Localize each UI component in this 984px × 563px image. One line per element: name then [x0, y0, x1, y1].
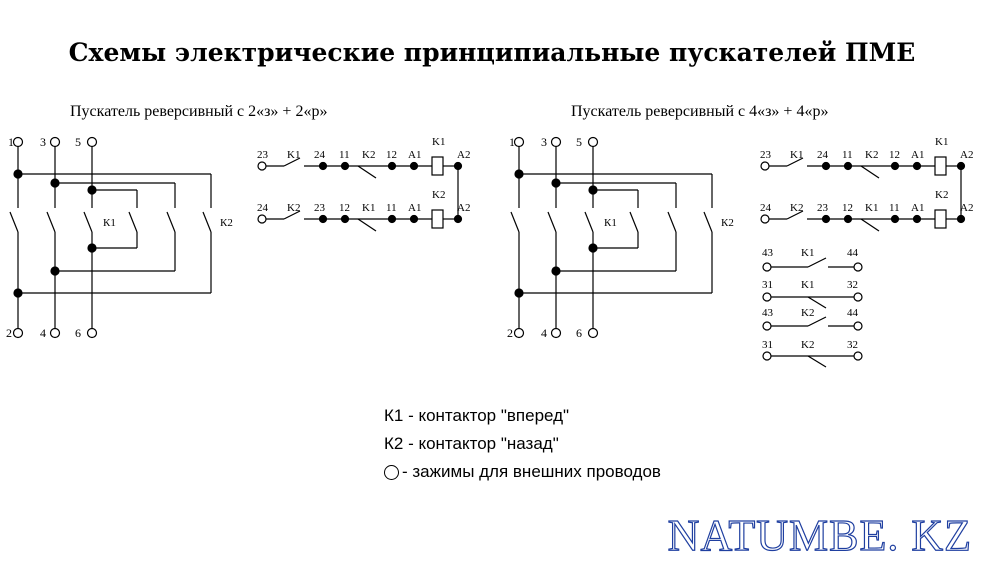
- terminal-label: 3: [541, 135, 547, 149]
- contact-label: K2: [790, 202, 803, 214]
- contact-label: K1: [801, 247, 814, 259]
- terminal-label: 1: [509, 135, 515, 149]
- terminal-label: 24: [257, 202, 269, 214]
- right-control-circuit: 23 K1 24 11 K2 12 A1 K1 A2 24 K2 23 12 K…: [760, 136, 973, 232]
- terminal-label: 11: [842, 149, 853, 161]
- page-title: Схемы электрические принципиальные пуска…: [68, 38, 916, 67]
- terminal-label: 6: [576, 326, 582, 340]
- right-subtitle: Пускатель реверсивный с 4«з» + 4«р»: [571, 103, 828, 120]
- terminal-label: 4: [541, 326, 547, 340]
- coil-label: K1: [935, 136, 948, 148]
- contact-label-k2: К2: [721, 217, 734, 229]
- terminal-label: 23: [257, 149, 269, 161]
- terminal-label: 43: [762, 247, 774, 259]
- contact-label: K2: [801, 339, 814, 351]
- terminal-label: 24: [760, 202, 772, 214]
- coil-label: K1: [432, 136, 445, 148]
- watermark: NATUMBE. KZ: [667, 510, 972, 560]
- terminal-label: 11: [339, 149, 350, 161]
- contact-label-k1: К1: [103, 217, 116, 229]
- terminal-circle: [49, 327, 61, 339]
- terminal-label: 11: [889, 202, 900, 214]
- terminal-label: 44: [847, 307, 859, 319]
- contact-label: K2: [801, 307, 814, 319]
- terminal-label: 6: [75, 326, 81, 340]
- terminal-label: A2: [457, 202, 470, 214]
- left-subtitle: Пускатель реверсивный с 2«з» + 2«р»: [70, 103, 327, 120]
- terminal-label: 2: [507, 326, 513, 340]
- terminal-circle: [12, 136, 24, 148]
- terminal-label: A2: [960, 202, 973, 214]
- contact-label: K1: [287, 149, 300, 161]
- terminal-label: A1: [911, 202, 924, 214]
- terminal-label: 1: [8, 135, 14, 149]
- terminal-label: 32: [847, 339, 858, 351]
- legend-k2: К2 - контактор "назад": [384, 430, 661, 458]
- contact-label-k2: К2: [220, 217, 233, 229]
- left-power-circuit: 1 3 5 2 4 6: [6, 135, 233, 340]
- right-power-circuit: 1 3 5 2 4 6: [507, 135, 734, 340]
- contact-label: K2: [865, 149, 878, 161]
- contact-label: K2: [362, 149, 375, 161]
- coil-label: K2: [935, 189, 948, 201]
- terminal-label: 4: [40, 326, 46, 340]
- terminal-circle: [49, 136, 61, 148]
- legend-terminals-text: - зажимы для внешних проводов: [402, 462, 661, 481]
- contact-label: K1: [801, 279, 814, 291]
- terminal-label: 2: [6, 326, 12, 340]
- terminal-label: 12: [386, 149, 397, 161]
- terminal-label: 23: [314, 202, 326, 214]
- coil-label: K2: [432, 189, 445, 201]
- terminal-label: 3: [40, 135, 46, 149]
- terminal-label: 5: [75, 135, 81, 149]
- right-aux-contacts: 43 K1 44 31 K1 32 43 K2 44 31 K2 32: [762, 247, 863, 368]
- terminal-label: 32: [847, 279, 858, 291]
- terminal-label: A1: [408, 149, 421, 161]
- contact-label: K1: [790, 149, 803, 161]
- terminal-label: 12: [339, 202, 350, 214]
- terminal-label: 24: [817, 149, 829, 161]
- contact-label-k1: К1: [604, 217, 617, 229]
- terminal-circle: [86, 136, 98, 148]
- terminal-label: 12: [842, 202, 853, 214]
- terminal-label: 31: [762, 339, 773, 351]
- legend-terminals: - зажимы для внешних проводов: [384, 458, 661, 486]
- terminal-circle-icon: [384, 464, 399, 480]
- legend: К1 - контактор "вперед" К2 - контактор "…: [384, 402, 661, 486]
- terminal-label: 44: [847, 247, 859, 259]
- legend-k2-text: К2 - контактор "назад": [384, 434, 559, 453]
- terminal-circle: [12, 327, 24, 339]
- terminal-label: 23: [760, 149, 772, 161]
- terminal-label: A2: [960, 149, 973, 161]
- terminal-label: 23: [817, 202, 829, 214]
- contact-label: K1: [865, 202, 878, 214]
- legend-k1: К1 - контактор "вперед": [384, 402, 661, 430]
- contact-label: K1: [362, 202, 375, 214]
- terminal-label: 12: [889, 149, 900, 161]
- terminal-label: A2: [457, 149, 470, 161]
- terminal-label: 31: [762, 279, 773, 291]
- legend-k1-text: К1 - контактор "вперед": [384, 406, 570, 425]
- terminal-label: 5: [576, 135, 582, 149]
- terminal-label: 24: [314, 149, 326, 161]
- terminal-label: 43: [762, 307, 774, 319]
- contact-label: K2: [287, 202, 300, 214]
- left-control-circuit: 23 K1 24 11 K2 12 A1 K1 A2 24 K2 23 12 K…: [257, 136, 470, 232]
- terminal-circle: [86, 327, 98, 339]
- terminal-label: A1: [911, 149, 924, 161]
- terminal-label: A1: [408, 202, 421, 214]
- terminal-label: 11: [386, 202, 397, 214]
